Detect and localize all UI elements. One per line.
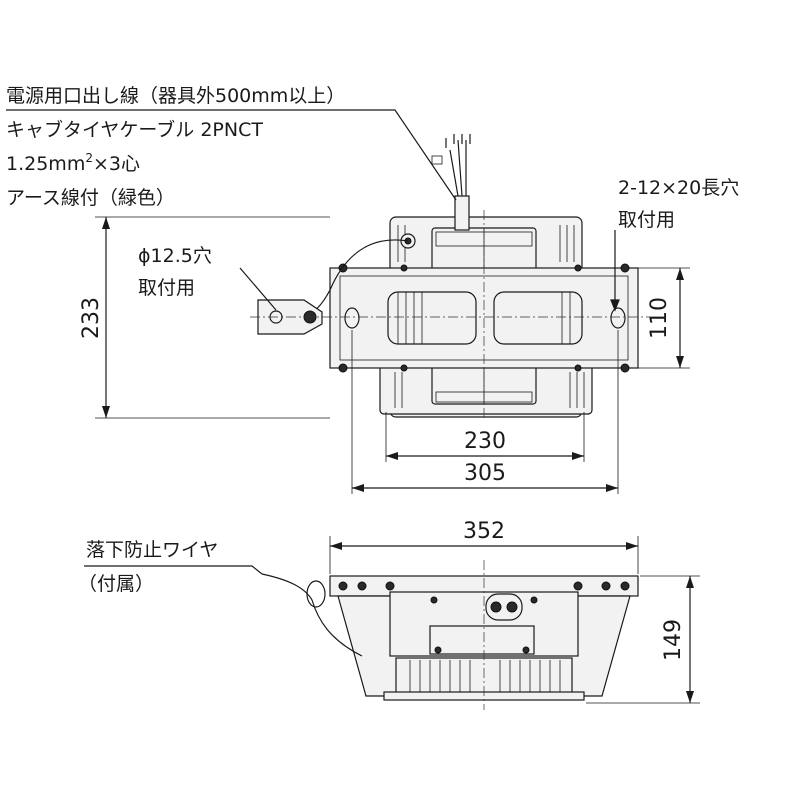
dim-230: 230 [464, 429, 506, 454]
hole-note-line1: ϕ12.5穴 [138, 245, 212, 267]
safety-wire-loop [306, 580, 326, 608]
cable-connector [485, 593, 523, 621]
dim-305: 305 [464, 461, 506, 486]
bracket-window-left [387, 291, 477, 345]
top-view [250, 134, 650, 420]
cable-gland [454, 195, 470, 231]
dim-149: 149 [661, 619, 686, 661]
mounting-slot-left [344, 307, 360, 329]
dim-233: 233 [79, 297, 104, 339]
cable-note-line1: 電源用口出し線（器具外500mm以上） [6, 85, 345, 107]
wire-note-line1: 落下防止ワイヤ [86, 539, 218, 561]
dim-352: 352 [463, 519, 505, 544]
wire-note-line2: （付属） [78, 573, 154, 595]
top-dimensions [95, 216, 690, 494]
side-dimensions [329, 536, 700, 704]
slot-note-line2: 取付用 [618, 209, 675, 231]
cable-note-line4: アース線付（緑色） [6, 187, 175, 209]
wire-leader [84, 565, 263, 575]
safety-wire [261, 573, 363, 657]
slot-note-line1: 2-12×20長穴 [618, 177, 739, 199]
power-leads [449, 139, 467, 197]
side-view [261, 560, 639, 710]
top-heatsink-fins [394, 225, 585, 408]
hole-note-line2: 取付用 [138, 277, 195, 299]
cable-note-line3: 1.25mm2×3心 [6, 151, 140, 175]
dim-110: 110 [647, 297, 672, 339]
bracket-window-right [493, 291, 583, 345]
top-leaders [6, 109, 620, 312]
cable-note-line2: キャブタイヤケーブル 2PNCT [6, 118, 263, 141]
mounting-slot-right [610, 307, 626, 329]
